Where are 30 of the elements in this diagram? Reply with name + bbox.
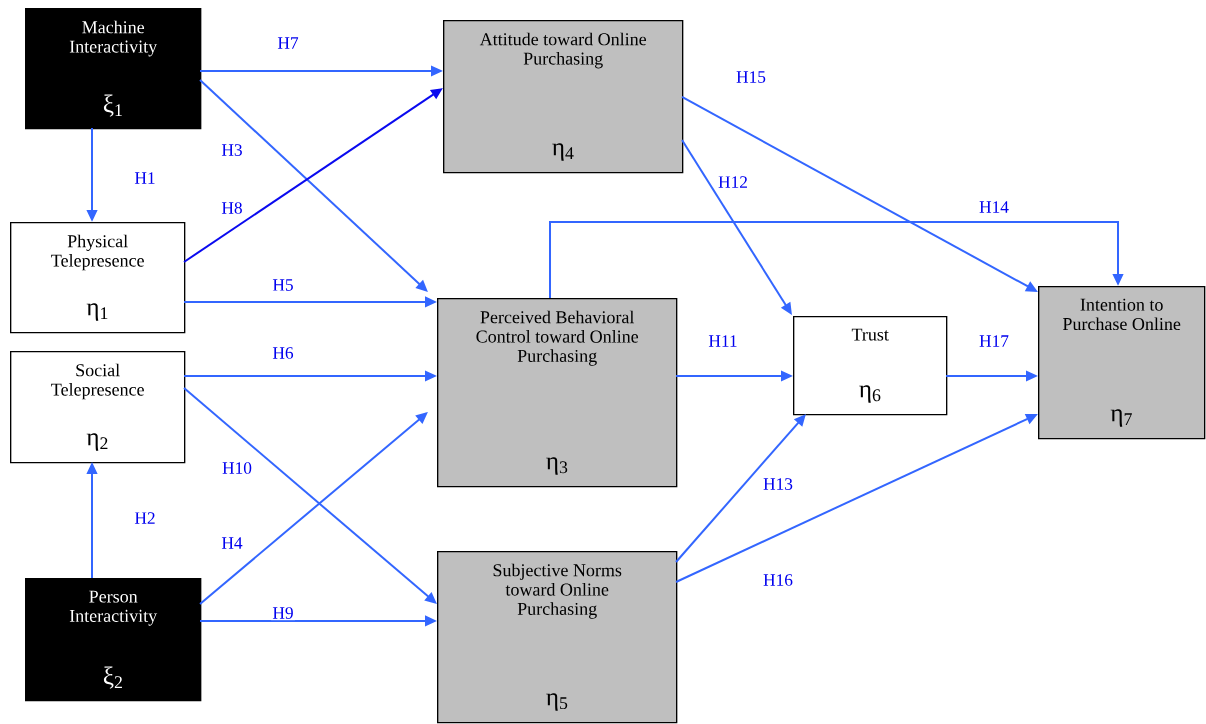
- edge-label: H16: [761, 572, 795, 588]
- edge-label: H15: [734, 69, 768, 85]
- edge-label: H14: [977, 199, 1011, 215]
- edge-label: H10: [220, 460, 254, 476]
- edge-label: H3: [220, 142, 244, 158]
- arrow: [549, 221, 1124, 299]
- arrow: [199, 412, 428, 605]
- edge-label: H17: [977, 333, 1011, 349]
- edge-label: H8: [220, 200, 244, 216]
- arrow: [675, 414, 806, 563]
- edge-label: H13: [761, 476, 795, 492]
- edge-label: H9: [271, 605, 295, 621]
- edge-label: H7: [276, 36, 300, 50]
- construct-box: Intention to Purchase Online η$_{7}$: [1038, 286, 1206, 440]
- edge-label: H4: [220, 535, 244, 551]
- construct-box: Physical Telepresence η$_{1}$: [10, 222, 186, 334]
- edge-label: H2: [133, 510, 157, 526]
- construct-box: Subjective Norms toward Online Purchasing η$_{5}$: [437, 551, 678, 724]
- construct-box: Trust η$_{6}$: [793, 316, 948, 416]
- edge-label: H12: [716, 174, 750, 190]
- construct-box: Social Telepresence η$_{2}$: [10, 351, 186, 464]
- edge-label: H6: [271, 345, 295, 361]
- edge-label: H5: [271, 277, 295, 293]
- construct-box: Person Interactivity ξ$_{2}$: [25, 578, 202, 702]
- arrow: [199, 79, 428, 292]
- edge-label: H11: [707, 333, 739, 349]
- edge-label: H1: [133, 170, 157, 186]
- arrow: [183, 387, 437, 604]
- construct-box: Attitude toward Online Purchasing η$_{4}$: [443, 20, 684, 174]
- construct-box: Machine Interactivity ξ$_{1}$: [25, 8, 202, 130]
